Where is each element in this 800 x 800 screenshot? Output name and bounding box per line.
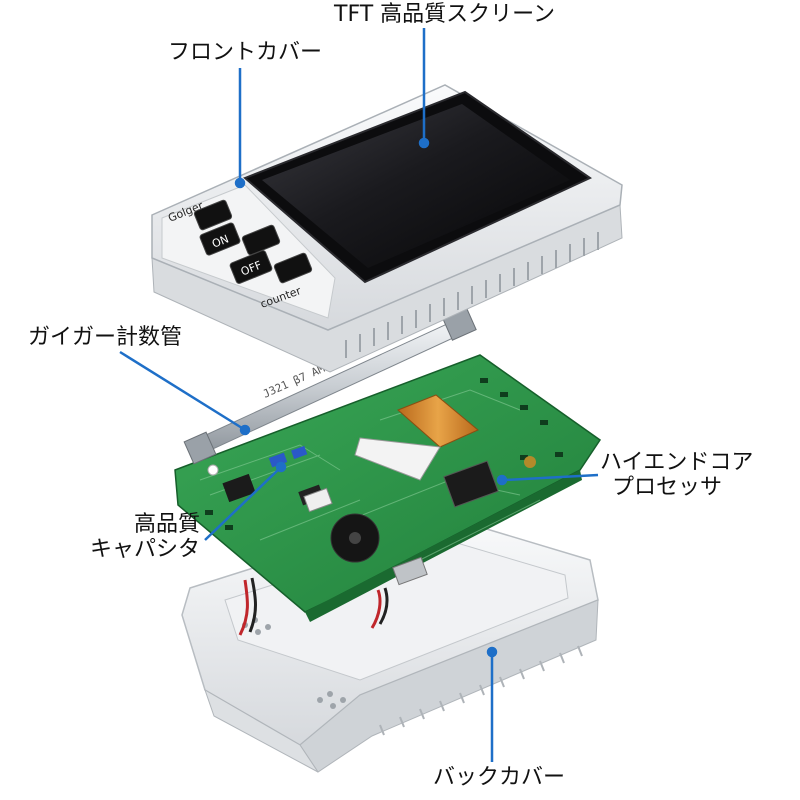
front-cover: Golger counter ON OFF (151, 84, 623, 373)
on-button-label: ON (210, 232, 231, 250)
off-button[interactable]: OFF (229, 250, 273, 285)
label-processor-line1: ハイエンドコア (600, 450, 754, 475)
tft-screen (262, 104, 570, 268)
processor-chip (443, 460, 499, 508)
label-capacitor: 高品質 キャパシタ (80, 512, 200, 563)
leader-front-cover-dot (234, 177, 246, 189)
leader-capacitor (204, 469, 279, 541)
label-capacitor-line2: キャパシタ (89, 537, 200, 563)
front-cover-vents (345, 232, 599, 358)
leader-lines (119, 28, 599, 762)
label-geiger-tube: ガイガー計数管 (28, 325, 183, 350)
label-processor: ハイエンドコア プロセッサ (600, 450, 753, 501)
button-top-left[interactable] (193, 199, 233, 231)
label-tft-screen: TFT 高品質スクリーン (334, 2, 556, 27)
pcb-board (174, 354, 602, 622)
leader-capacitor-dot (275, 461, 287, 473)
label-capacitor-line1: 高品質 (133, 512, 200, 537)
on-button[interactable]: ON (199, 222, 241, 256)
button-mid-right[interactable] (241, 224, 281, 256)
leader-screen-dot (418, 137, 430, 149)
leader-processor-dot (496, 474, 508, 486)
capacitor-component (268, 452, 288, 468)
label-front-cover: フロントカバー (168, 40, 323, 65)
leader-back-cover-dot (486, 646, 498, 658)
back-cover-vents (379, 645, 583, 736)
label-back-cover: バックカバー (433, 765, 566, 790)
button-bottom-right[interactable] (273, 252, 313, 284)
leader-geiger-tube-dot (239, 424, 251, 436)
leader-processor (504, 473, 599, 482)
label-processor-line2: プロセッサ (612, 475, 723, 501)
leader-geiger-tube (119, 350, 243, 430)
